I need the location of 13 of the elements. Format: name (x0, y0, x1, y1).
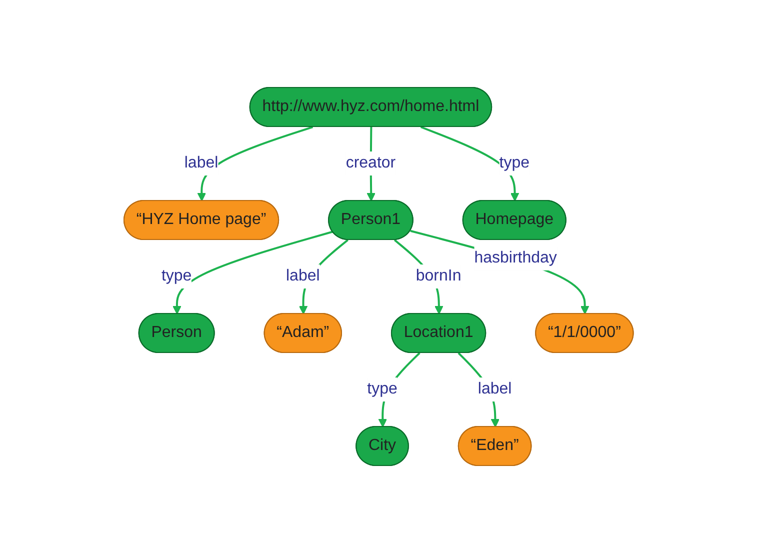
edge-label: label (184, 154, 219, 172)
edge-label: type (500, 154, 530, 172)
arrow (198, 126, 314, 202)
edge-label: type (162, 268, 192, 284)
arrow (410, 230, 590, 314)
arrow (172, 230, 334, 314)
edge-label: label (478, 380, 512, 398)
edge-label: creator (346, 154, 396, 172)
edge-label: bornIn (416, 268, 462, 284)
edge-label: label (286, 268, 320, 284)
edge-label: hasbirthday (474, 249, 558, 266)
arrow (420, 126, 520, 202)
edge-label: type (368, 380, 398, 398)
